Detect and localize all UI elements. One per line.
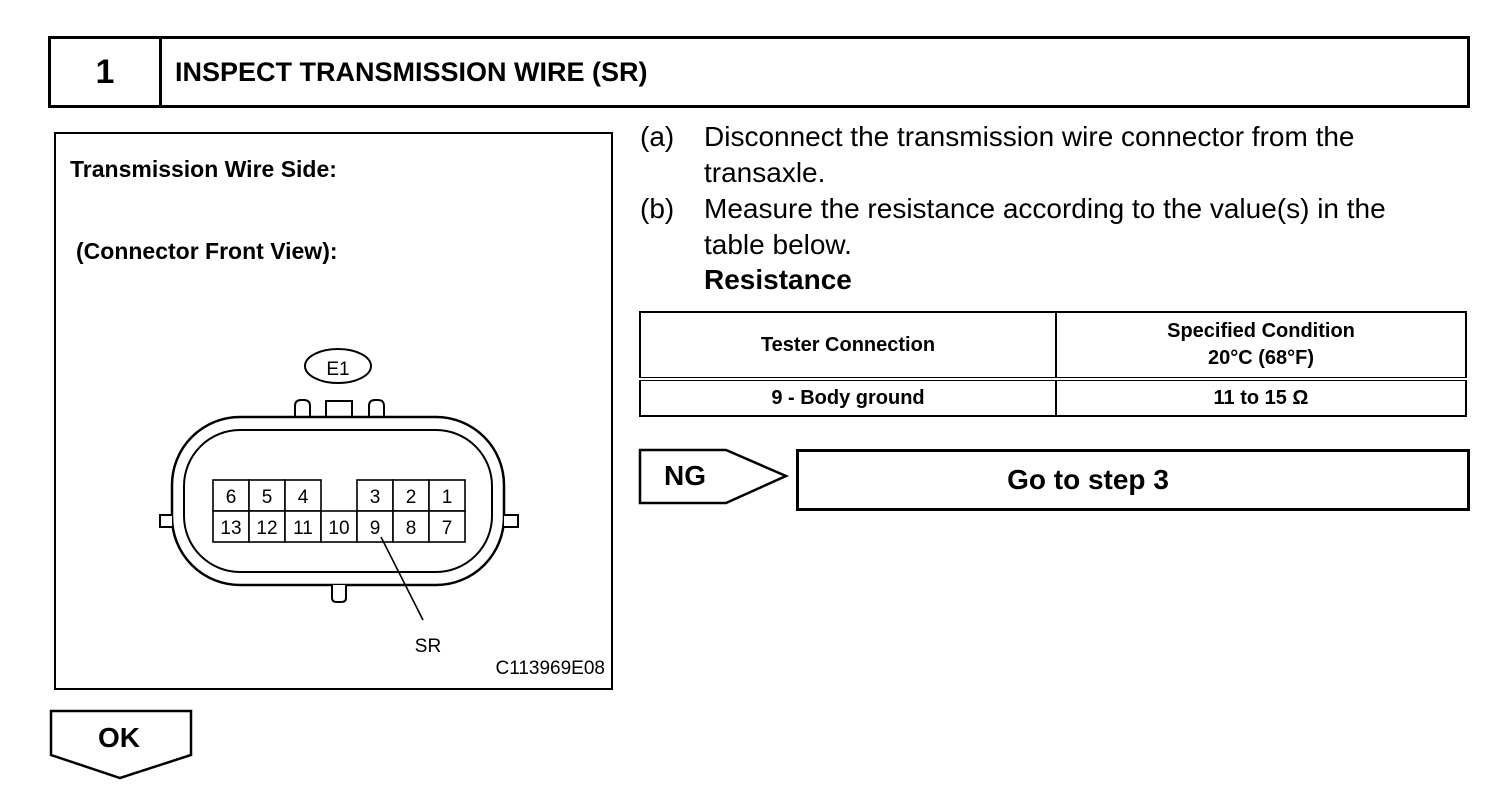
side-tab-right — [504, 514, 519, 528]
callout-leader-line — [380, 536, 424, 621]
pin-grid: 6 5 4 3 2 1 13 12 11 10 9 8 7 — [212, 479, 466, 543]
pin-cell — [428, 510, 466, 543]
locking-tab-left — [294, 399, 311, 417]
go-to-step-text: Go to step 3 — [1007, 464, 1169, 495]
figure-label-view: (Connector Front View): — [76, 238, 338, 264]
connector-id-label: E1 — [326, 359, 349, 380]
ng-label: NG — [664, 460, 706, 491]
callout-label: SR — [415, 636, 441, 657]
pin-label: 1 — [442, 487, 453, 508]
pin-cell — [356, 479, 394, 512]
pin-cell — [284, 479, 322, 512]
ok-arrow-shape — [49, 709, 193, 780]
side-tab-left — [159, 514, 172, 528]
step-header: 1 INSPECT TRANSMISSION WIRE (SR) — [48, 36, 1470, 108]
ng-arrow-shape — [638, 448, 790, 505]
pin-label: 9 — [370, 518, 381, 539]
table-row: 9 - Body ground 11 to 15 Ω — [639, 378, 1467, 417]
connector-housing-inner — [183, 429, 493, 573]
pin-label: 10 — [328, 518, 349, 539]
connector-diagram: E1 6 5 4 3 2 1 13 12 11 10 9 8 7 SR C113969E08 — [159, 348, 605, 679]
pin-label: 3 — [370, 487, 381, 508]
pin-label: 7 — [442, 518, 453, 539]
instruction-letter-b: (b) — [640, 193, 675, 224]
pin-label: 5 — [262, 487, 273, 508]
header-tester-connection: Tester Connection — [639, 311, 1057, 381]
step-title: INSPECT TRANSMISSION WIRE (SR) — [175, 56, 648, 87]
instruction-letter-a: (a) — [640, 121, 675, 152]
pin-cell — [284, 510, 322, 543]
figure-code: C113969E08 — [495, 658, 605, 679]
pin-label: 4 — [298, 487, 309, 508]
step-number: 1 — [51, 39, 162, 105]
pin-label: 11 — [293, 518, 313, 539]
bottom-tab — [331, 585, 347, 603]
pin-cell — [248, 510, 286, 543]
locking-tab-center — [325, 400, 353, 418]
pin-label: 12 — [256, 518, 277, 539]
cell-connection: 9 - Body ground — [639, 378, 1057, 417]
pin-label: 2 — [406, 487, 417, 508]
pin-cell — [320, 510, 358, 543]
instruction-a-line-2: transaxle. — [704, 157, 826, 188]
resistance-heading: Resistance — [704, 264, 852, 295]
header-condition-line-2: 20°C (68°F) — [1207, 347, 1315, 369]
instruction-b-line-2: table below. — [704, 229, 852, 260]
connector-figure: Transmission Wire Side: (Connector Front… — [54, 132, 613, 690]
table-header-row: Tester Connection Specified Condition 20… — [639, 311, 1467, 381]
ok-label: OK — [98, 722, 140, 753]
cell-condition: 11 to 15 Ω — [1055, 378, 1467, 417]
resistance-table: Tester Connection Specified Condition 20… — [639, 311, 1467, 417]
header-specified-condition: Specified Condition 20°C (68°F) — [1055, 311, 1467, 381]
header-condition-line-1: Specified Condition — [1167, 320, 1355, 342]
pin-label: 8 — [406, 518, 417, 539]
connector-id-oval — [304, 348, 372, 384]
go-to-step-link[interactable]: Go to step 3 — [796, 449, 1470, 511]
locking-tab-right — [368, 399, 385, 417]
pin-label: 6 — [226, 487, 237, 508]
figure-label-side: Transmission Wire Side: — [70, 156, 337, 182]
instruction-b-line-1: Measure the resistance according to the … — [704, 193, 1386, 224]
pin-cell — [392, 510, 430, 543]
instruction-a-line-1: Disconnect the transmission wire connect… — [704, 121, 1355, 152]
pin-label: 13 — [220, 518, 241, 539]
